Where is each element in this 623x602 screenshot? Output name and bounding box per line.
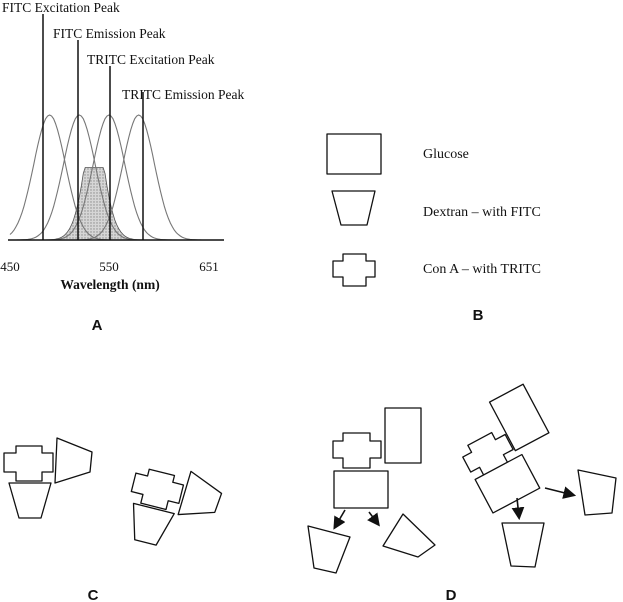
complex-1 — [3, 437, 93, 519]
tick-label-550: 550 — [99, 259, 119, 274]
legend-dextran-shape — [331, 190, 376, 226]
release-arrow — [511, 497, 525, 521]
tick-label-450: 450 — [0, 259, 20, 274]
tick-label-651: 651 — [199, 259, 219, 274]
spectrum-panel: FITC Excitation Peak FITC Emission Peak … — [0, 0, 244, 334]
release-arrow — [333, 509, 346, 530]
cona-shape — [130, 468, 185, 511]
dextran-shape — [54, 437, 93, 484]
x-axis-label: Wavelength (nm) — [60, 277, 159, 292]
panel-label-a: A — [92, 317, 103, 334]
legend-glucose-label: Glucose — [423, 147, 469, 162]
panel-c: C — [3, 437, 223, 602]
panel-d: D — [307, 383, 617, 602]
legend-glucose-shape — [326, 133, 382, 175]
complex-2 — [130, 468, 223, 546]
dextran-shape — [577, 469, 617, 516]
cona-shape — [3, 445, 54, 482]
dextran-shape — [132, 502, 175, 546]
panel-label-d: D — [446, 587, 457, 602]
dextran-shape — [307, 525, 351, 574]
glucose-shape — [488, 383, 550, 452]
dextran-shape — [177, 470, 223, 516]
glucose-shape — [474, 453, 541, 514]
peak-label-fitc-emission: FITC Emission Peak — [53, 26, 166, 41]
peak-label-tritc-excitation: TRITC Excitation Peak — [87, 52, 215, 67]
panel-label-b: B — [473, 307, 484, 324]
release-arrow — [367, 511, 380, 527]
panel-label-c: C — [88, 587, 99, 602]
glucose-shape — [384, 407, 422, 464]
legend-cona-label: Con A – with TRITC — [423, 262, 541, 277]
legend-cona-shape — [332, 253, 376, 287]
dextran-shape — [501, 522, 545, 568]
legend-panel: Glucose Dextran – with FITC Con A – with… — [326, 133, 541, 324]
glucose-shape — [333, 470, 389, 509]
dextran-shape — [382, 513, 436, 558]
dextran-shape — [8, 482, 52, 519]
peak-label-fitc-excitation: FITC Excitation Peak — [2, 0, 120, 15]
release-arrow — [544, 486, 577, 499]
legend-dextran-label: Dextran – with FITC — [423, 205, 541, 220]
peak-label-tritc-emission: TRITC Emission Peak — [122, 87, 244, 102]
cona-shape — [332, 432, 382, 469]
